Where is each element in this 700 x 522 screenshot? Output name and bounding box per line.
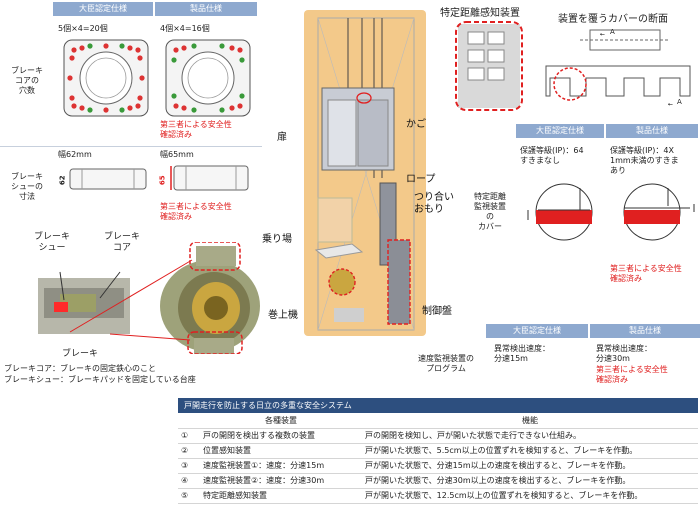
brake-core-product-diagram — [165, 39, 251, 117]
row-device: 特定距離感知装置 — [200, 488, 362, 504]
speed-product-text: 異常検出速度： 分速30m — [596, 344, 652, 363]
safety-system-grid: 各種装置 機能 ① 戸の開閉を検出する複数の装置 戸の開閉を検知し、戸が開いた状… — [178, 413, 698, 504]
cover-table-header-minister: 大臣認定仕様 — [516, 124, 604, 138]
row-function: 戸が開いた状態で、12.5cm以上の位置ずれを検知すると、ブレーキを作動。 — [362, 488, 698, 504]
brake-shoe-product-diagram — [170, 165, 249, 191]
elevator-diagram: 扉 かご ロープ つり合い おもり 乗り場 巻上機 制御盤 — [262, 0, 462, 392]
cover-product-diagram — [623, 183, 695, 241]
brake-table-header-minister: 大臣認定仕様 — [53, 2, 153, 16]
label-door: 扉 — [277, 132, 287, 143]
brake-shoe-product-dim: 65 — [158, 175, 167, 186]
brake-shoe-minister-dim: 62 — [58, 175, 67, 186]
speed-minister-text: 異常検出速度： 分速15m — [494, 344, 550, 363]
row-function: 戸が開いた状態で、分速30m以上の速度を検出すると、ブレーキを作動。 — [362, 473, 698, 489]
brake-table-header-product: 製品仕様 — [155, 2, 257, 16]
svg-text:←: ← — [668, 101, 673, 108]
row-device: 位置感知装置 — [200, 443, 362, 459]
table-row: ③ 速度監視装置①：速度：分速15m 戸が開いた状態で、分速15m以上の速度を検… — [178, 458, 698, 474]
brake-photo-image — [38, 242, 260, 354]
safety-system-title: 戸開走行を防止する日立の多重な安全システム — [178, 398, 698, 413]
label-brake-shoe: ブレーキ シュー — [34, 232, 71, 253]
row-device: 速度監視装置①：速度：分速15m — [200, 458, 362, 474]
brake-core-row-label: ブレーキ コアの 穴数 — [11, 66, 43, 95]
row-function: 戸が開いた状態で、5.5cm以上の位置ずれを検知すると、ブレーキを作動。 — [362, 443, 698, 459]
row-function: 戸の開閉を検知し、戸が開いた状態で走行できない仕組み。 — [362, 428, 698, 444]
label-landing: 乗り場 — [262, 234, 292, 245]
brake-core-product-count: 4個×4=16個 — [160, 24, 210, 33]
brake-core-minister-count: 5個×4=20個 — [58, 24, 108, 33]
table-row: ④ 速度監視装置②：速度：分速30m 戸が開いた状態で、分速30m以上の速度を検… — [178, 473, 698, 489]
caption-brake-shoe: ブレーキシュー：ブレーキパッドを固定している台座 — [4, 375, 196, 384]
label-rope: ロープ — [406, 174, 436, 185]
brake-shoe-row-label: ブレーキ シューの 寸法 — [11, 172, 43, 201]
cover-section-diagram: ← ← — [545, 29, 691, 108]
safety-system-header-row: 各種装置 機能 — [178, 413, 698, 429]
elevator-shaft-illustration — [304, 10, 426, 336]
row-function: 戸が開いた状態で、分速15m以上の速度を検出すると、ブレーキを作動。 — [362, 458, 698, 474]
cover-title: 装置を覆うカバーの断面 — [558, 14, 668, 25]
row-number: ③ — [178, 458, 200, 474]
cover-safety-note: 第三者による安全性 確認済み — [610, 264, 682, 283]
table-row: ⑤ 特定距離感知装置 戸が開いた状態で、12.5cm以上の位置ずれを検知すると、… — [178, 488, 698, 504]
table-row: ① 戸の開閉を検出する複数の装置 戸の開閉を検知し、戸が開いた状態で走行できない… — [178, 428, 698, 444]
brake-shoe-safety-note: 第三者による安全性 確認済み — [160, 202, 232, 221]
label-car: かご — [406, 119, 426, 130]
row-device: 速度監視装置②：速度：分速30m — [200, 473, 362, 489]
row-number: ⑤ — [178, 488, 200, 504]
col-header-function: 機能 — [362, 413, 698, 429]
row-number: ① — [178, 428, 200, 444]
brake-core-safety-note: 第三者による安全性 確認済み — [160, 120, 232, 139]
cover-minister-diagram — [527, 183, 593, 241]
label-hoist: 巻上機 — [268, 310, 298, 321]
caption-brake-core: ブレーキコア：ブレーキの固定鉄心のこと — [4, 364, 156, 373]
table-row: ② 位置感知装置 戸が開いた状態で、5.5cm以上の位置ずれを検知すると、ブレー… — [178, 443, 698, 459]
cover-table-header-product: 製品仕様 — [606, 124, 698, 138]
speed-table-header-product: 製品仕様 — [590, 324, 700, 338]
label-brake-core: ブレーキ コア — [104, 232, 141, 253]
brake-shoe-product-width: 幅65mm — [160, 150, 194, 159]
sensor-title: 特定距離感知装置 — [440, 8, 520, 19]
brake-table: 大臣認定仕様 製品仕様 ブレーキ コアの 穴数 5個×4=20個 4個×4=16… — [0, 0, 262, 228]
speed-row-label: 速度監視装置の プログラム — [418, 354, 474, 373]
label-controller: 制御盤 — [422, 306, 452, 317]
cover-minister-text: 保護等級(IP)：64 すきまなし — [520, 146, 584, 165]
label-brake: ブレーキ — [62, 349, 99, 359]
brake-shoe-minister-width: 幅62mm — [58, 150, 92, 159]
row-number: ④ — [178, 473, 200, 489]
row-number: ② — [178, 443, 200, 459]
col-header-device: 各種装置 — [200, 413, 362, 429]
cover-row-label: 特定距離 監視装置 の カバー — [474, 192, 506, 231]
speed-safety-note: 第三者による安全性 確認済み — [596, 365, 668, 384]
cover-product-text: 保護等級(IP)：4X 1mm未満のすきま あり — [610, 146, 679, 175]
cover-marker-bottom: A — [677, 98, 682, 106]
label-counterweight: つり合い おもり — [414, 192, 454, 215]
row-device: 戸の開閉を検出する複数の装置 — [200, 428, 362, 444]
brake-photo-panel: ブレーキ シュー ブレーキ コア ブレーキ ブレーキコア：ブレーキの固定鉄心のこ… — [0, 228, 262, 396]
speed-table: 大臣認定仕様 製品仕様 速度監視装置の プログラム 異常検出速度： 分速15m … — [404, 324, 700, 392]
speed-table-header-minister: 大臣認定仕様 — [486, 324, 588, 338]
cover-marker-top: A — [610, 28, 615, 36]
safety-system-table: 戸開走行を防止する日立の多重な安全システム 各種装置 機能 ① 戸の開閉を検出す… — [178, 398, 698, 520]
sensor-panel: 特定距離感知装置 装置を覆うカバーの断面 ← ← A A — [440, 0, 700, 118]
brake-shoe-minister-diagram — [69, 168, 147, 190]
brake-core-minister-diagram — [63, 39, 149, 117]
sensor-photo — [455, 21, 523, 111]
cover-table: 大臣認定仕様 製品仕様 特定距離 監視装置 の カバー 保護等級(IP)：64 … — [462, 124, 698, 296]
svg-text:←: ← — [600, 31, 605, 38]
